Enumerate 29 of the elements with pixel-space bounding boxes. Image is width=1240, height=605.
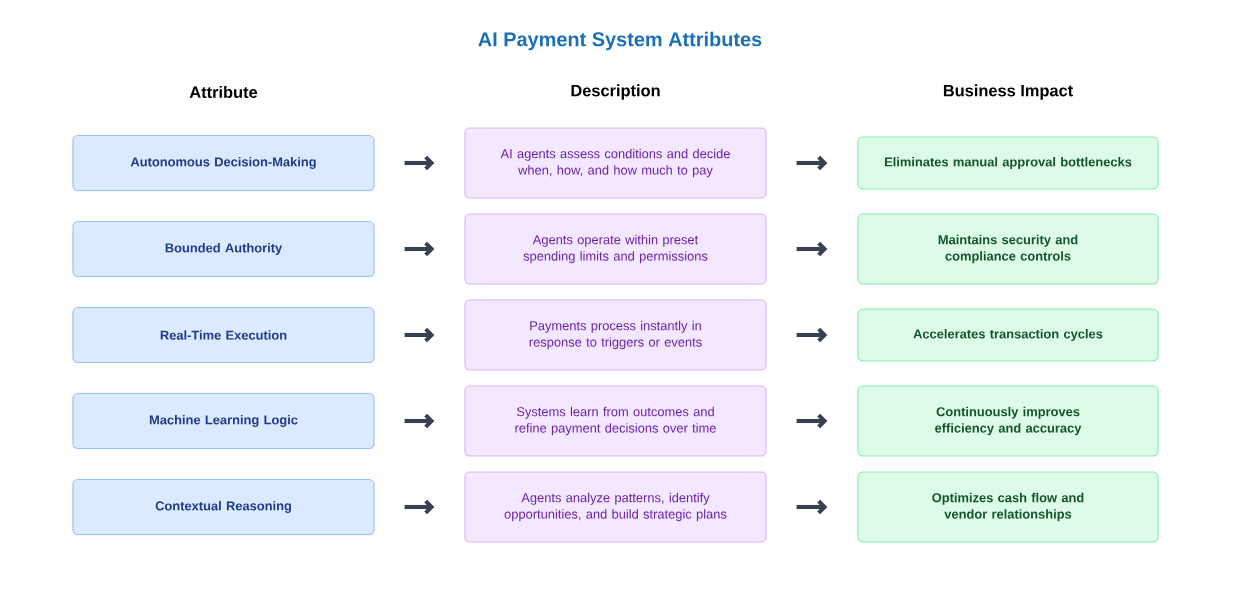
impact-box: Optimizes cash flow and vendor relationships: [857, 471, 1159, 543]
column-header: Attribute: [189, 85, 258, 98]
arrow: [796, 499, 828, 515]
column-header: Business Impact: [943, 84, 1073, 100]
description-box: Payments process instantly in response to triggers or events: [464, 299, 767, 371]
title: AI Payment System Attributes: [478, 31, 762, 51]
description-box: AI agents assess conditions and decide when, how, and how much to pay: [464, 127, 767, 199]
attribute-box: Bounded Authority: [72, 220, 375, 278]
description-box: Systems learn from outcomes and refine payment decisions over time: [464, 385, 767, 457]
arrow: [796, 241, 828, 257]
impact-box: Continuously improves efficiency and accuracy: [857, 385, 1159, 457]
attribute-box: Machine Learning Logic: [72, 392, 375, 450]
arrow: [404, 499, 435, 515]
column-header: Description: [571, 84, 660, 100]
attribute-box: Real-Time Execution: [72, 306, 375, 364]
impact-box: Accelerates transaction cycles: [857, 308, 1159, 362]
attribute-box: Contextual Reasoning: [72, 478, 375, 536]
description-box: Agents analyze patterns, identify opportunities, and build strategic plans: [464, 471, 767, 543]
description-box: Agents operate within preset spending limits and permissions: [464, 213, 767, 285]
arrow: [404, 327, 435, 343]
arrow: [796, 327, 828, 343]
impact-box: Maintains security and compliance controls: [857, 213, 1159, 285]
arrow: [404, 241, 435, 257]
arrow: [796, 155, 828, 171]
impact-box: Eliminates manual approval bottlenecks: [857, 136, 1159, 190]
attribute-box: Autonomous Decision-Making: [72, 134, 375, 192]
arrow: [404, 155, 435, 171]
arrow: [796, 413, 828, 429]
arrow: [404, 413, 435, 429]
